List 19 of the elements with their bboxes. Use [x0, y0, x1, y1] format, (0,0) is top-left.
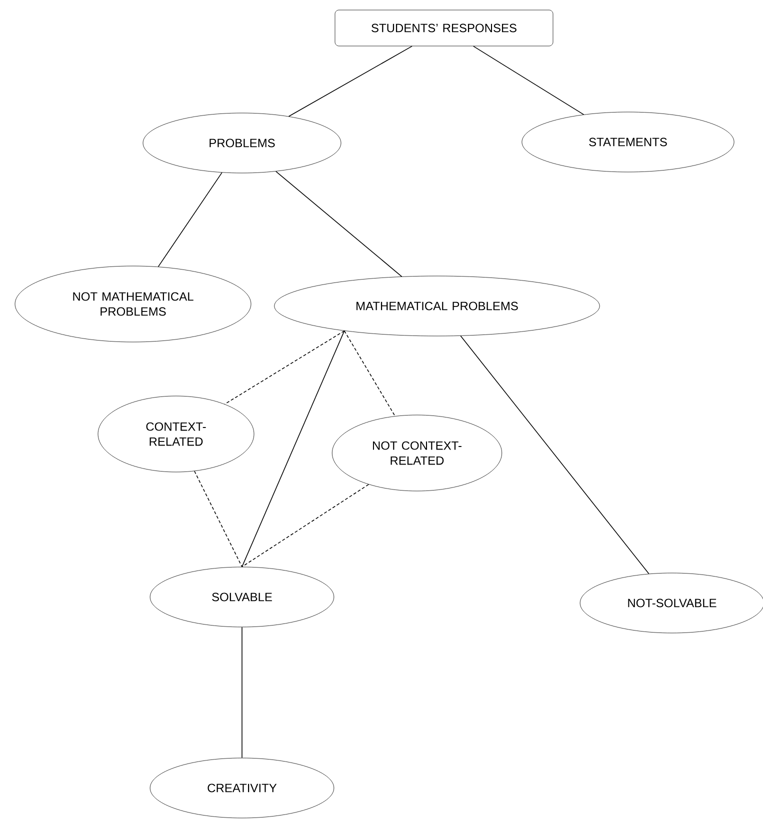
- connector-line: [158, 172, 222, 268]
- ellipse-node: CREATIVITY: [150, 758, 334, 818]
- connector-line: [242, 330, 345, 568]
- connector-line: [242, 484, 370, 568]
- connector-line: [344, 330, 396, 416]
- ellipse-node: NOT MATHEMATICAL PROBLEMS: [14, 266, 252, 342]
- ellipse-node: PROBLEMS: [142, 112, 342, 174]
- connector-line: [288, 46, 412, 117]
- rounded-box: STUDENTS’ RESPONSES: [334, 10, 554, 46]
- connector-line: [224, 330, 345, 405]
- ellipse-node: MATHEMATICAL PROBLEMS: [274, 276, 600, 336]
- connector-line: [194, 470, 242, 568]
- connector-line: [276, 170, 402, 277]
- connector-line: [472, 46, 584, 115]
- ellipse-node: NOT CONTEXT-RELATED: [332, 414, 502, 492]
- ellipse-node: SOLVABLE: [150, 566, 334, 628]
- connector-line: [460, 335, 650, 574]
- ellipse-node: CONTEXT-RELATED: [98, 396, 254, 472]
- ellipse-node: STATEMENTS: [522, 112, 734, 172]
